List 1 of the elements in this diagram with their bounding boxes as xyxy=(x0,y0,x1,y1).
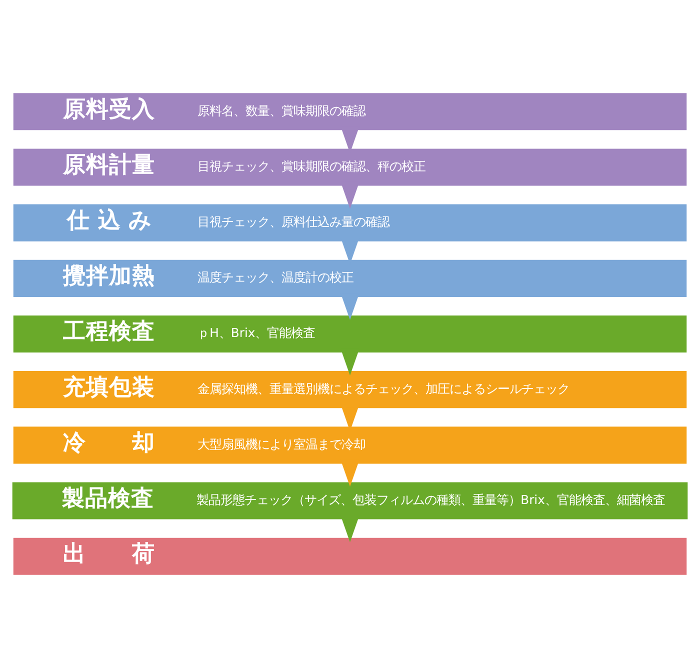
node-box: 出 荷 xyxy=(13,537,687,574)
